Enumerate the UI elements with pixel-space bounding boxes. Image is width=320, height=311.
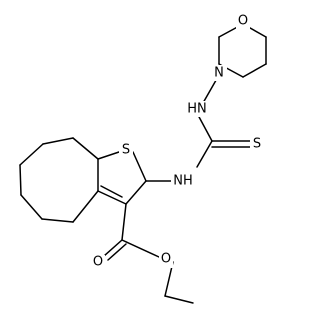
- atom-o-carbonyl: O: [93, 255, 103, 270]
- bond: [72, 137, 99, 160]
- atom-n-morpholine: N: [214, 66, 224, 81]
- molecule-drawing: O N HN S NH S O O: [19, 14, 267, 304]
- bond: [197, 114, 213, 142]
- morpholine-ring: [218, 23, 267, 78]
- bond: [132, 151, 147, 182]
- bond: [121, 203, 127, 241]
- cycloheptane-ring: [19, 137, 99, 223]
- bond: [100, 185, 123, 198]
- bond: [196, 140, 213, 168]
- bond: [103, 239, 123, 257]
- structure-canvas: O N HN S NH S O O: [19, 14, 267, 304]
- atom-o-morpholine: O: [238, 14, 248, 29]
- bond: [20, 194, 43, 220]
- bond: [41, 218, 74, 223]
- bond: [19, 164, 22, 196]
- atom-hn-hydrazine: HN: [187, 102, 207, 117]
- bond: [125, 180, 147, 205]
- atom-o-ester: O: [161, 252, 171, 267]
- atom-nh-thiourea: NH: [173, 174, 193, 189]
- bond: [72, 190, 99, 223]
- atom-s-thione: S: [253, 137, 261, 152]
- thiourea-chain: [145, 74, 251, 182]
- bond: [242, 63, 267, 78]
- bond: [19, 143, 44, 166]
- atom-s-thiophene: S: [122, 143, 130, 158]
- bond: [42, 137, 74, 145]
- bond: [164, 295, 194, 304]
- bond: [97, 151, 120, 160]
- thiophene-ring: [97, 151, 147, 205]
- ethyl-ester: [103, 203, 194, 304]
- bond: [121, 239, 160, 258]
- bond: [107, 243, 127, 261]
- bond: [97, 190, 127, 205]
